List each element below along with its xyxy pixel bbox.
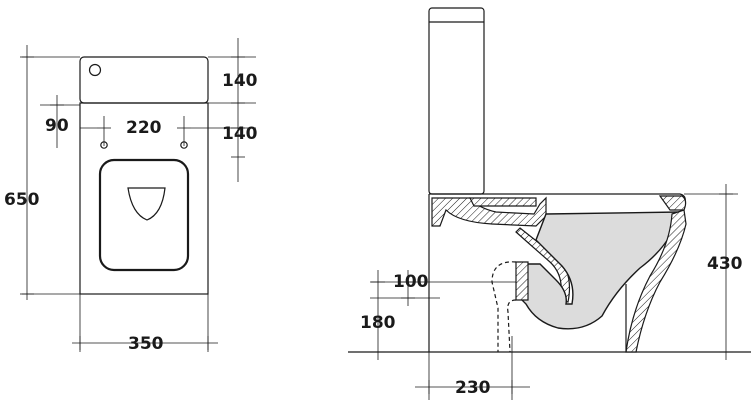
dim-cistern-depth: 140: [222, 71, 258, 91]
side-outlet: [515, 261, 529, 301]
dim-seat-height: 430: [707, 254, 743, 274]
side-cistern: [428, 7, 485, 195]
side-view: 430 100 180 230: [348, 7, 751, 400]
dim-outlet-diameter: 100: [393, 272, 429, 292]
side-bowl: [517, 211, 681, 330]
plan-view: 650 90 220 140 140 350: [4, 38, 258, 354]
dim-outlet-distance: 230: [455, 378, 491, 398]
dim-width: 350: [128, 334, 164, 354]
side-hatch-rim: [658, 195, 687, 211]
dim-hole-side: 90: [45, 116, 69, 136]
plan-pan-body: [79, 102, 209, 295]
flush-button-circle: [88, 63, 102, 77]
plan-bowl-opening: [127, 187, 166, 221]
plan-seat-outline: [98, 158, 190, 272]
dim-overall-height: 650: [4, 190, 40, 210]
dim-hole-spacing: 220: [126, 118, 162, 138]
plan-cistern: [79, 56, 209, 104]
dim-outlet-height: 180: [360, 313, 396, 333]
dim-hole-offset: 140: [222, 124, 258, 144]
side-hatch-front: [625, 209, 687, 353]
